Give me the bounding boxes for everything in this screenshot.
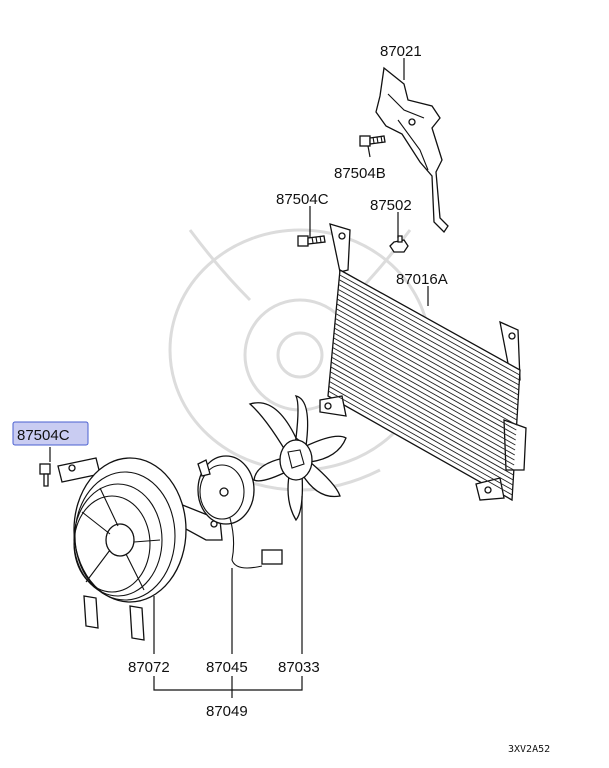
fan-shroud-87072[interactable] xyxy=(57,457,223,641)
figure-code: 3XV2A52 xyxy=(508,744,550,755)
condenser-tube xyxy=(336,303,519,406)
condenser-tube xyxy=(337,293,519,396)
condenser-tube xyxy=(339,274,520,376)
condenser-tube xyxy=(335,318,518,421)
bracket-87021[interactable] xyxy=(375,66,449,234)
condenser-fins xyxy=(328,274,520,496)
condenser-tube xyxy=(336,308,518,411)
label-87504b: 87504B xyxy=(334,165,386,182)
label-87502: 87502 xyxy=(370,197,412,214)
label-87033: 87033 xyxy=(278,659,320,676)
bolt-87504b[interactable] xyxy=(359,135,386,147)
label-87049: 87049 xyxy=(206,703,248,720)
highlight-box xyxy=(12,421,89,446)
condenser-tube xyxy=(329,381,514,486)
condenser-tube xyxy=(332,342,516,446)
condenser-tube xyxy=(335,313,518,416)
condenser-tube xyxy=(333,332,517,436)
condenser-tube xyxy=(338,284,520,386)
fan-blade-87033[interactable] xyxy=(248,395,347,522)
bolt-87504c-lower[interactable] xyxy=(39,463,51,487)
leader-lines xyxy=(49,58,429,698)
condenser-tube xyxy=(338,279,520,381)
condenser-tube xyxy=(329,376,514,481)
bolt-87504c-upper[interactable] xyxy=(297,235,326,247)
label-87045: 87045 xyxy=(206,659,248,676)
nut-87502[interactable] xyxy=(389,235,409,253)
condenser-tube xyxy=(330,371,514,476)
fan-motor-87045[interactable] xyxy=(197,455,283,569)
condenser-tube xyxy=(328,385,513,491)
condenser-tube xyxy=(331,351,515,456)
condenser-tube xyxy=(331,361,515,466)
condenser-tube xyxy=(337,288,519,391)
condenser-tube xyxy=(331,356,515,461)
condenser-87016a[interactable] xyxy=(319,223,527,502)
condenser-tube xyxy=(334,322,517,426)
label-87021: 87021 xyxy=(380,43,422,60)
condenser-tube xyxy=(332,347,516,451)
condenser-tube xyxy=(330,366,515,471)
condenser-tube xyxy=(333,337,516,441)
condenser-tube xyxy=(328,390,513,496)
label-87016a: 87016A xyxy=(396,271,448,288)
label-87504c-lower[interactable]: 87504C xyxy=(17,427,70,444)
condenser-tube xyxy=(337,298,519,401)
condenser-tube xyxy=(334,327,517,431)
label-87072: 87072 xyxy=(128,659,170,676)
label-87504c-upper: 87504C xyxy=(276,191,329,208)
